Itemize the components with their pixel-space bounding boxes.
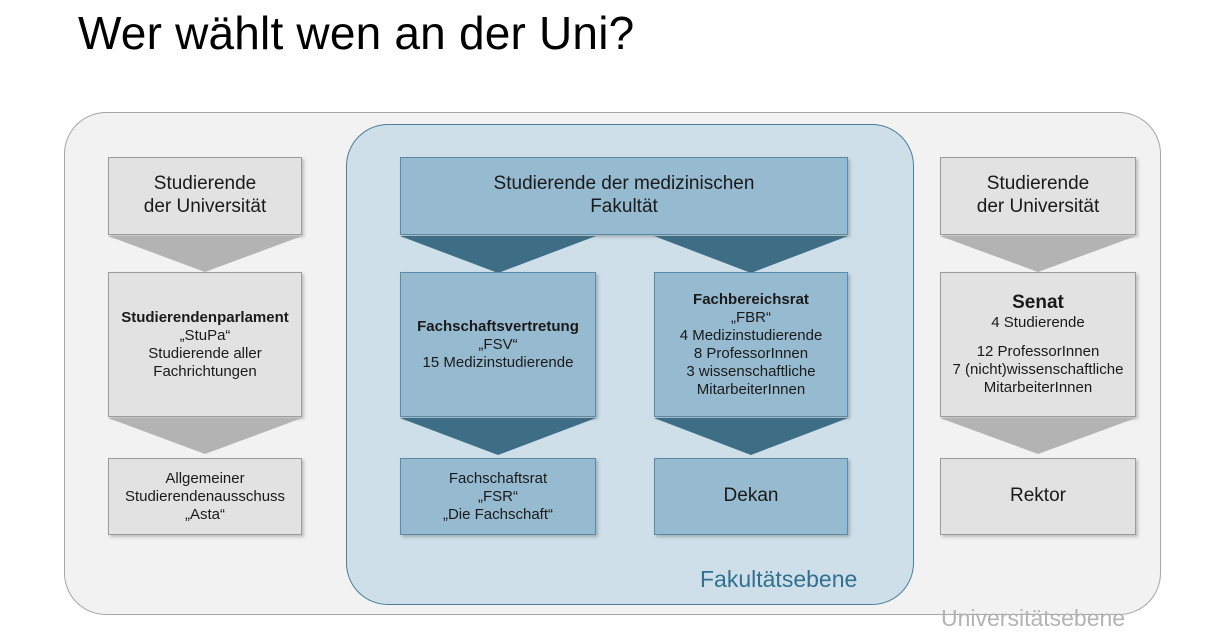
box-line: 7 (nicht)wissenschaftliche — [952, 361, 1124, 379]
box-line: „FBR“ — [731, 308, 771, 326]
box-line: Fachrichtungen — [153, 362, 257, 380]
box-line: Fachbereichsrat — [693, 290, 809, 308]
box-line: 8 ProfessorInnen — [693, 344, 809, 362]
panel-university-label: Universitätsebene — [941, 605, 1126, 631]
box-line: der Universität — [143, 196, 267, 217]
box-line: 12 ProfessorInnen — [976, 343, 1100, 361]
arrow-center-to-fsv — [400, 236, 596, 273]
box-line: 4 Studierende — [991, 314, 1085, 332]
box-fachschaftsrat[interactable]: Fachschaftsrat „FSR“ „Die Fachschaft“ — [400, 458, 596, 535]
arrow-fsv-to-fsr — [400, 418, 596, 455]
box-line: 15 Medizinstudierende — [422, 353, 574, 371]
arrow-fbr-to-dekan — [654, 418, 848, 455]
box-rektor[interactable]: Rektor — [940, 458, 1136, 535]
box-line: Studierende — [153, 173, 257, 195]
box-studierende-universitaet-left[interactable]: Studierende der Universität — [108, 157, 302, 235]
box-line: Studierendenausschuss — [124, 487, 286, 505]
box-line: 4 Medizinstudierende — [679, 326, 823, 344]
box-line: Fakultät — [590, 196, 658, 217]
box-asta[interactable]: Allgemeiner Studierendenausschuss „Asta“ — [108, 458, 302, 535]
arrow-left-bottom — [108, 418, 302, 454]
box-senat[interactable]: Senat 4 Studierende 12 ProfessorInnen 7 … — [940, 272, 1136, 417]
box-line: MitarbeiterInnen — [696, 380, 806, 398]
box-line: Dekan — [723, 485, 779, 507]
box-line: „Asta“ — [184, 505, 225, 523]
box-line: Studierende — [986, 173, 1090, 195]
box-line: Fachschaftsrat — [448, 469, 548, 487]
arrow-left-top — [108, 236, 302, 272]
box-dekan[interactable]: Dekan — [654, 458, 848, 535]
box-studierende-universitaet-right[interactable]: Studierende der Universität — [940, 157, 1136, 235]
arrow-center-to-fbr — [654, 236, 848, 273]
box-line: Allgemeiner — [165, 469, 245, 487]
box-line: der Universität — [976, 196, 1100, 217]
page-title: Wer wählt wen an der Uni? — [78, 7, 635, 59]
box-line: „FSV“ — [478, 335, 518, 353]
arrow-right-top — [940, 236, 1136, 272]
box-fachschaftsvertretung[interactable]: Fachschaftsvertretung „FSV“ 15 Medizinst… — [400, 272, 596, 417]
box-line: Studierendenparlament — [121, 308, 289, 326]
box-fachbereichsrat[interactable]: Fachbereichsrat „FBR“ 4 Medizinstudieren… — [654, 272, 848, 417]
box-line: Senat — [1012, 291, 1064, 313]
arrow-right-bottom — [940, 418, 1136, 454]
panel-faculty-label: Fakultätsebene — [700, 566, 858, 592]
box-line: Studierende aller — [148, 344, 262, 362]
box-line: „Die Fachschaft“ — [442, 505, 554, 523]
box-line: Studierende der medizinischen — [493, 173, 755, 195]
box-line: „StuPa“ — [179, 326, 231, 344]
box-line: Rektor — [1010, 485, 1066, 507]
box-line: „FSR“ — [478, 487, 518, 505]
box-line: MitarbeiterInnen — [983, 379, 1093, 397]
box-studierende-medizinische-fakultaet[interactable]: Studierende der medizinischen Fakultät — [400, 157, 848, 235]
box-line: Fachschaftsvertretung — [417, 317, 579, 335]
box-studierendenparlament[interactable]: Studierendenparlament „StuPa“ Studierend… — [108, 272, 302, 417]
box-line: 3 wissenschaftliche — [686, 362, 816, 380]
